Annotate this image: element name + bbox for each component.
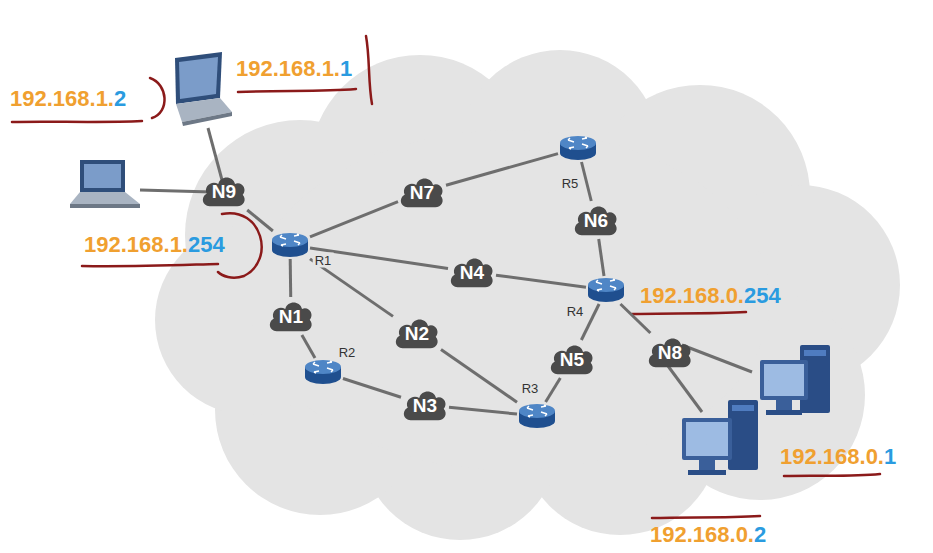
router-name: R1 xyxy=(313,253,334,268)
network-link xyxy=(310,248,448,268)
network-link xyxy=(289,259,293,297)
router-name: R5 xyxy=(560,176,581,191)
network-name: N4 xyxy=(460,263,484,282)
network-name: N8 xyxy=(658,343,682,362)
host-part: 1 xyxy=(340,56,352,81)
network-link xyxy=(449,407,517,414)
network-cloud-node: N4 xyxy=(448,253,496,291)
network-name: N9 xyxy=(212,182,236,201)
network-link xyxy=(599,239,604,276)
desktop-pc-icon xyxy=(682,400,758,475)
router-node: R2 xyxy=(303,358,343,386)
network-link xyxy=(446,154,558,186)
router-node: R5 xyxy=(558,134,598,162)
network-name: N6 xyxy=(584,211,608,230)
router-icon xyxy=(586,276,626,304)
desktop-pc-icon xyxy=(760,345,830,415)
network-cloud-node: N8 xyxy=(646,333,694,371)
red-annotations xyxy=(12,36,880,518)
router-name: R3 xyxy=(520,381,541,396)
network-cloud-node: N7 xyxy=(398,173,446,211)
host-part: 2 xyxy=(114,86,126,111)
network-link xyxy=(310,202,398,237)
network-part: 192.168.1. xyxy=(10,86,114,111)
laptop-icon xyxy=(175,52,232,126)
ip-address: 192.168.1.254 xyxy=(84,234,225,256)
router-node: R4 xyxy=(586,276,626,304)
network-name: N5 xyxy=(560,350,584,369)
network-cloud-node: N1 xyxy=(267,297,315,335)
network-link xyxy=(247,210,273,231)
router-icon xyxy=(270,231,310,259)
network-part: 192.168.0. xyxy=(650,522,754,547)
ip-address: 192.168.0.1 xyxy=(780,446,896,468)
router-icon xyxy=(303,358,343,386)
router-node: R3 xyxy=(517,402,557,430)
router-name: R2 xyxy=(337,345,358,360)
host-part: 2 xyxy=(754,522,766,547)
ip-address: 192.168.1.2 xyxy=(10,88,126,110)
router-name: R4 xyxy=(565,304,586,319)
ip-address: 192.168.0.2 xyxy=(650,524,766,546)
laptop-icon xyxy=(70,160,140,208)
host-part: 1 xyxy=(884,444,896,469)
network-name: N2 xyxy=(405,324,429,343)
network-part: 192.168.1. xyxy=(84,232,188,257)
ip-address: 192.168.1.1 xyxy=(236,58,352,80)
router-icon xyxy=(517,402,557,430)
network-name: N1 xyxy=(279,307,303,326)
network-cloud-node: N9 xyxy=(200,172,248,210)
network-link xyxy=(441,350,517,403)
network-cloud-node: N6 xyxy=(572,201,620,239)
network-cloud-node: N3 xyxy=(401,386,449,424)
router-node: R1 xyxy=(270,231,310,259)
network-part: 192.168.1. xyxy=(236,56,340,81)
network-link xyxy=(496,275,586,287)
network-name: N3 xyxy=(413,396,437,415)
host-part: 254 xyxy=(188,232,225,257)
network-cloud xyxy=(155,50,900,540)
network-link xyxy=(343,378,401,397)
network-link xyxy=(546,378,561,402)
router-icon xyxy=(558,134,598,162)
network-link xyxy=(302,335,315,358)
network-part: 192.168.0. xyxy=(780,444,884,469)
host-wires xyxy=(140,128,752,412)
network-link xyxy=(582,162,592,201)
network-name: N7 xyxy=(410,183,434,202)
network-cloud-node: N2 xyxy=(393,314,441,352)
network-part: 192.168.0. xyxy=(640,283,744,308)
host-part: 254 xyxy=(744,283,781,308)
network-link xyxy=(620,304,650,333)
ip-address: 192.168.0.254 xyxy=(640,285,781,307)
network-cloud-node: N5 xyxy=(548,340,596,378)
